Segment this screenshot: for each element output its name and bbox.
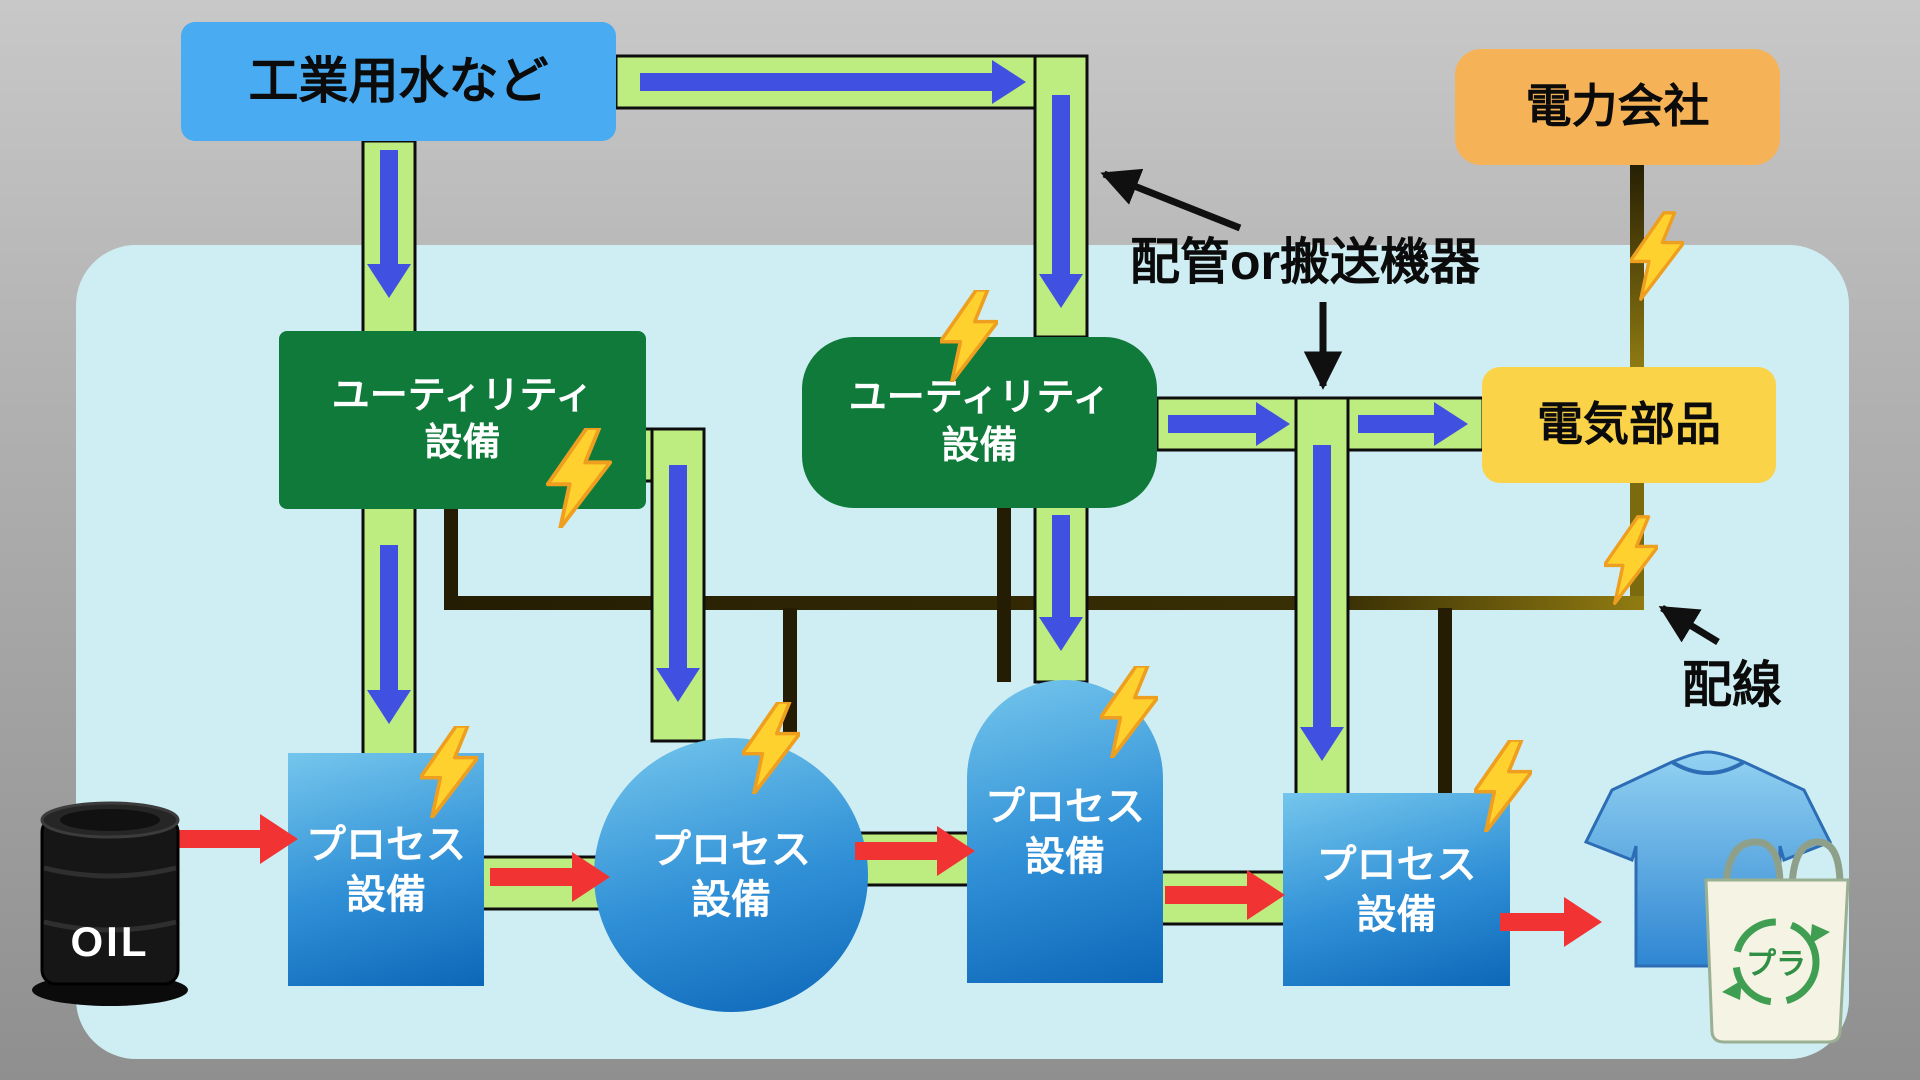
node-process-equipment-3: プロセス 設備	[967, 680, 1163, 983]
wiring-callout-label: 配線	[1682, 657, 1782, 713]
node-process-equipment-2: プロセス 設備	[594, 738, 868, 1012]
node-power-company: 電力会社	[1455, 49, 1780, 165]
node-process-equipment-1: プロセス 設備	[288, 753, 484, 986]
piping-callout-label: 配管or搬送機器	[1130, 234, 1480, 290]
callout-arrow-to-pipe-icon	[1100, 168, 1242, 232]
node-electric-parts: 電気部品	[1482, 367, 1776, 483]
node-industrial-water: 工業用水など	[181, 22, 616, 141]
flow-arrow-right-icon	[640, 60, 1026, 104]
node-utility-equipment-right: ユーティリティ 設備	[802, 337, 1157, 508]
node-process-equipment-4: プロセス 設備	[1283, 793, 1510, 986]
node-utility-equipment-left: ユーティリティ 設備	[279, 331, 646, 509]
pipe-top-horizontal	[614, 54, 1089, 110]
